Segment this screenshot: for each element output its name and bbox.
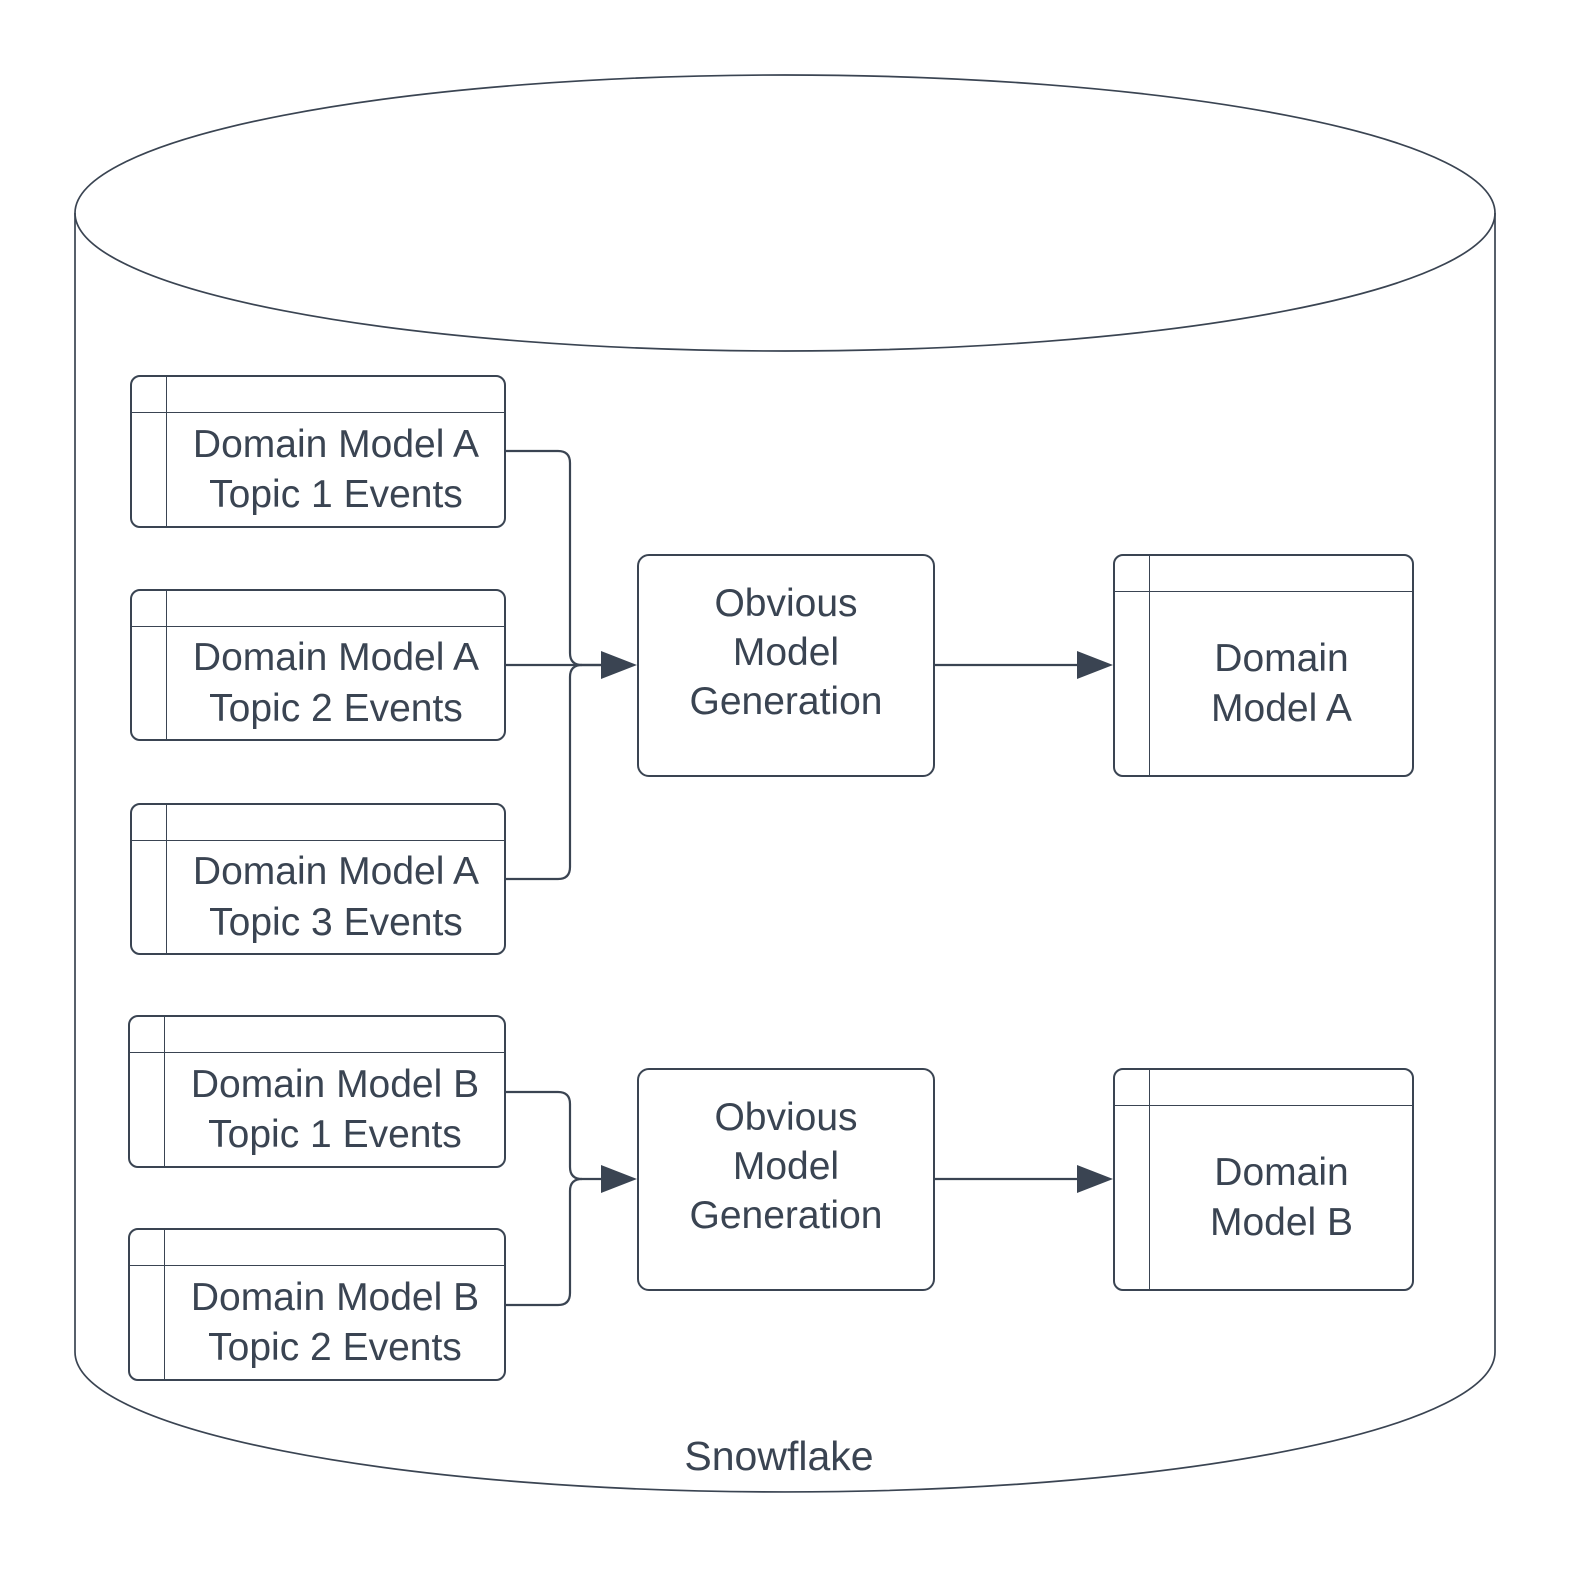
process-node-generation-a: Obvious Model Generation [637,554,935,777]
connector-topic-b1-to-generation-b [506,1090,603,1181]
table-header-row [132,805,504,841]
table-header-row [132,591,504,627]
table-header-row [132,377,504,413]
connector-topic-a3-to-generation-a [506,663,583,881]
process-node-generation-b: Obvious Model Generation [637,1068,935,1291]
table-left-column [130,1017,165,1166]
table-header-row [1115,1070,1412,1106]
cylinder-body [74,213,1496,1493]
table-left-column [132,805,167,953]
table-node-domain-model-b: Domain Model B [1113,1068,1414,1291]
table-header-row [1115,556,1412,592]
table-label: Domain Model B Topic 2 Events [190,1275,480,1369]
connector-topic-b2-to-generation-b [506,1177,583,1307]
snowflake-label: Snowflake [684,1433,874,1479]
table-label: Domain Model A [1211,636,1352,730]
table-header-row [130,1230,504,1266]
table-node-topic-a2: Domain Model A Topic 2 Events [130,589,506,741]
table-left-column [130,1230,165,1379]
table-left-column [132,377,167,526]
connector-topic-a1-to-generation-a [506,449,603,667]
table-left-column [1115,1070,1150,1289]
table-label: Domain Model B [1209,1150,1354,1244]
table-node-topic-b1: Domain Model B Topic 1 Events [128,1015,506,1168]
table-label: Domain Model A Topic 3 Events [192,850,480,944]
cylinder-top-ellipse [74,74,1496,352]
table-left-column [132,591,167,739]
table-label: Domain Model B Topic 1 Events [190,1062,480,1156]
arrowhead-into-model-a [1077,651,1113,679]
table-node-topic-a3: Domain Model A Topic 3 Events [130,803,506,955]
table-label: Domain Model A Topic 2 Events [192,636,480,730]
arrowhead-into-model-b [1077,1165,1113,1193]
table-node-domain-model-a: Domain Model A [1113,554,1414,777]
table-header-row [130,1017,504,1053]
arrowhead-into-generation-a [601,651,637,679]
table-left-column [1115,556,1150,775]
arrowhead-into-generation-b [601,1165,637,1193]
table-node-topic-b2: Domain Model B Topic 2 Events [128,1228,506,1381]
table-label: Domain Model A Topic 1 Events [192,422,480,516]
table-node-topic-a1: Domain Model A Topic 1 Events [130,375,506,528]
